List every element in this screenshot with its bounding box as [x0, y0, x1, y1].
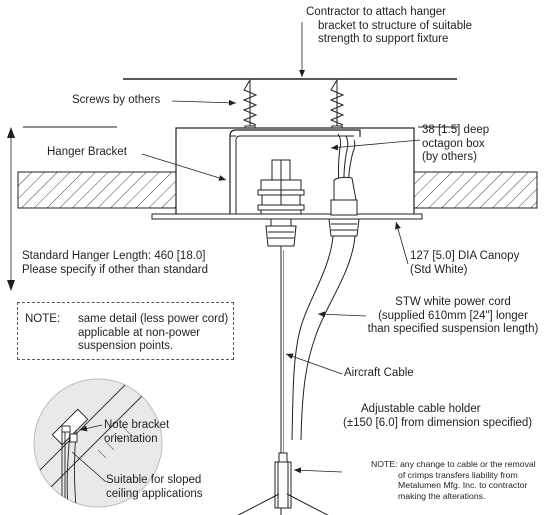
- contractor-label: Contractor to attach hanger bracket to s…: [306, 6, 472, 47]
- cable-holder-leader: [293, 467, 343, 474]
- suspension-note-line-3: suspension points.: [78, 340, 174, 352]
- suspension-note-heading: NOTE:: [25, 313, 61, 325]
- canopy: [151, 213, 423, 220]
- power-cord-line-3: than specified suspension length): [367, 323, 539, 335]
- bracket-orientation-line-2: orientation: [104, 432, 158, 445]
- suspension-note-line-1: same detail (less power cord): [78, 313, 229, 325]
- sloped-ceiling-label: Suitable for sloped ceiling applications: [106, 474, 203, 501]
- ceiling-left: [17, 171, 177, 209]
- aircraft-cable-label: Aircraft Cable: [344, 367, 414, 379]
- suspension-note-body: same detail (less power cord) applicable…: [78, 313, 228, 354]
- canopy-leader: [395, 221, 409, 265]
- screws-leader: [171, 99, 237, 106]
- liability-note-line-4: making the alterations.: [398, 490, 486, 501]
- cable-holder: [274, 452, 292, 509]
- cable-holder-line-1: Adjustable cable holder: [361, 403, 481, 415]
- suspension-note: NOTE: same detail (less power cord) appl…: [17, 302, 234, 360]
- nut-assembly: [257, 159, 305, 217]
- fixture-wires: [237, 493, 329, 515]
- bracket-orientation-label: Note bracket orientation: [104, 419, 169, 446]
- sloped-ceiling-line-2: ceiling applications: [106, 487, 203, 500]
- canopy-label: 127 [5.0] DIA Canopy (Std White): [410, 250, 519, 277]
- power-cord-jacket: [333, 176, 357, 201]
- strain-relief: [328, 199, 360, 237]
- liability-note: NOTE: any change to cable or the removal…: [371, 459, 536, 501]
- liability-note-heading: NOTE:: [371, 459, 398, 469]
- contractor-line-1: Contractor to attach hanger: [306, 6, 446, 18]
- canopy-line-1: 127 [5.0] DIA Canopy: [410, 250, 520, 262]
- power-cord-line-1: STW white power cord: [395, 296, 511, 308]
- power-cord: [291, 235, 334, 441]
- octagon-box-leader: [330, 139, 421, 151]
- octagon-box-line-3: (by others): [422, 151, 477, 163]
- cable-holder-line-2: (±150 [6.0] from dimension specified): [343, 416, 533, 429]
- suspension-note-line-2: applicable at non-power: [78, 326, 201, 339]
- octagon-box-line-1: 38 [1.5] deep: [422, 124, 490, 136]
- hanger-bracket-label: Hanger Bracket: [47, 146, 127, 158]
- screw-left: [242, 79, 258, 131]
- octagon-box: [175, 127, 415, 216]
- octagon-box-line-2: octagon box: [422, 137, 485, 150]
- ceiling-right: [413, 171, 538, 209]
- power-cord-line-2: (supplied 610mm [24"] longer: [378, 309, 528, 322]
- power-cord-label: STW white power cord (supplied 610mm [24…: [353, 296, 553, 337]
- cable-gripper: [265, 218, 297, 250]
- hanger-bracket-leader: [141, 153, 227, 181]
- liability-note-line-2: of crimps transfers liability from: [398, 469, 518, 480]
- screw-right: [329, 79, 345, 131]
- aircraft-cable-leader: [285, 353, 343, 375]
- hanger-length-line-2: Please specify if other than standard: [22, 263, 209, 276]
- contractor-line-3: strength to support fixture: [318, 33, 449, 45]
- sloped-ceiling-line-1: Suitable for sloped: [106, 474, 202, 486]
- hanger-length-line-1: Standard Hanger Length: 460 [18.0]: [22, 250, 206, 262]
- canopy-line-2: (Std White): [410, 263, 468, 276]
- power-cord-leader: [317, 311, 367, 318]
- liability-note-line-3: Metalumen Mfg. Inc. to contractor: [398, 480, 528, 491]
- sloped-ceiling-detail: [33, 378, 163, 508]
- cable-holder-label: Adjustable cable holder (±150 [6.0] from…: [343, 403, 532, 430]
- contractor-line-2: bracket to structure of suitable: [318, 19, 473, 32]
- liability-note-line-1: any change to cable or the removal: [399, 459, 536, 469]
- octagon-box-label: 38 [1.5] deep octagon box (by others): [422, 124, 489, 165]
- hanger-length-label: Standard Hanger Length: 460 [18.0] Pleas…: [22, 250, 208, 277]
- screws-label: Screws by others: [72, 94, 161, 106]
- bracket-orientation-line-1: Note bracket: [104, 419, 170, 431]
